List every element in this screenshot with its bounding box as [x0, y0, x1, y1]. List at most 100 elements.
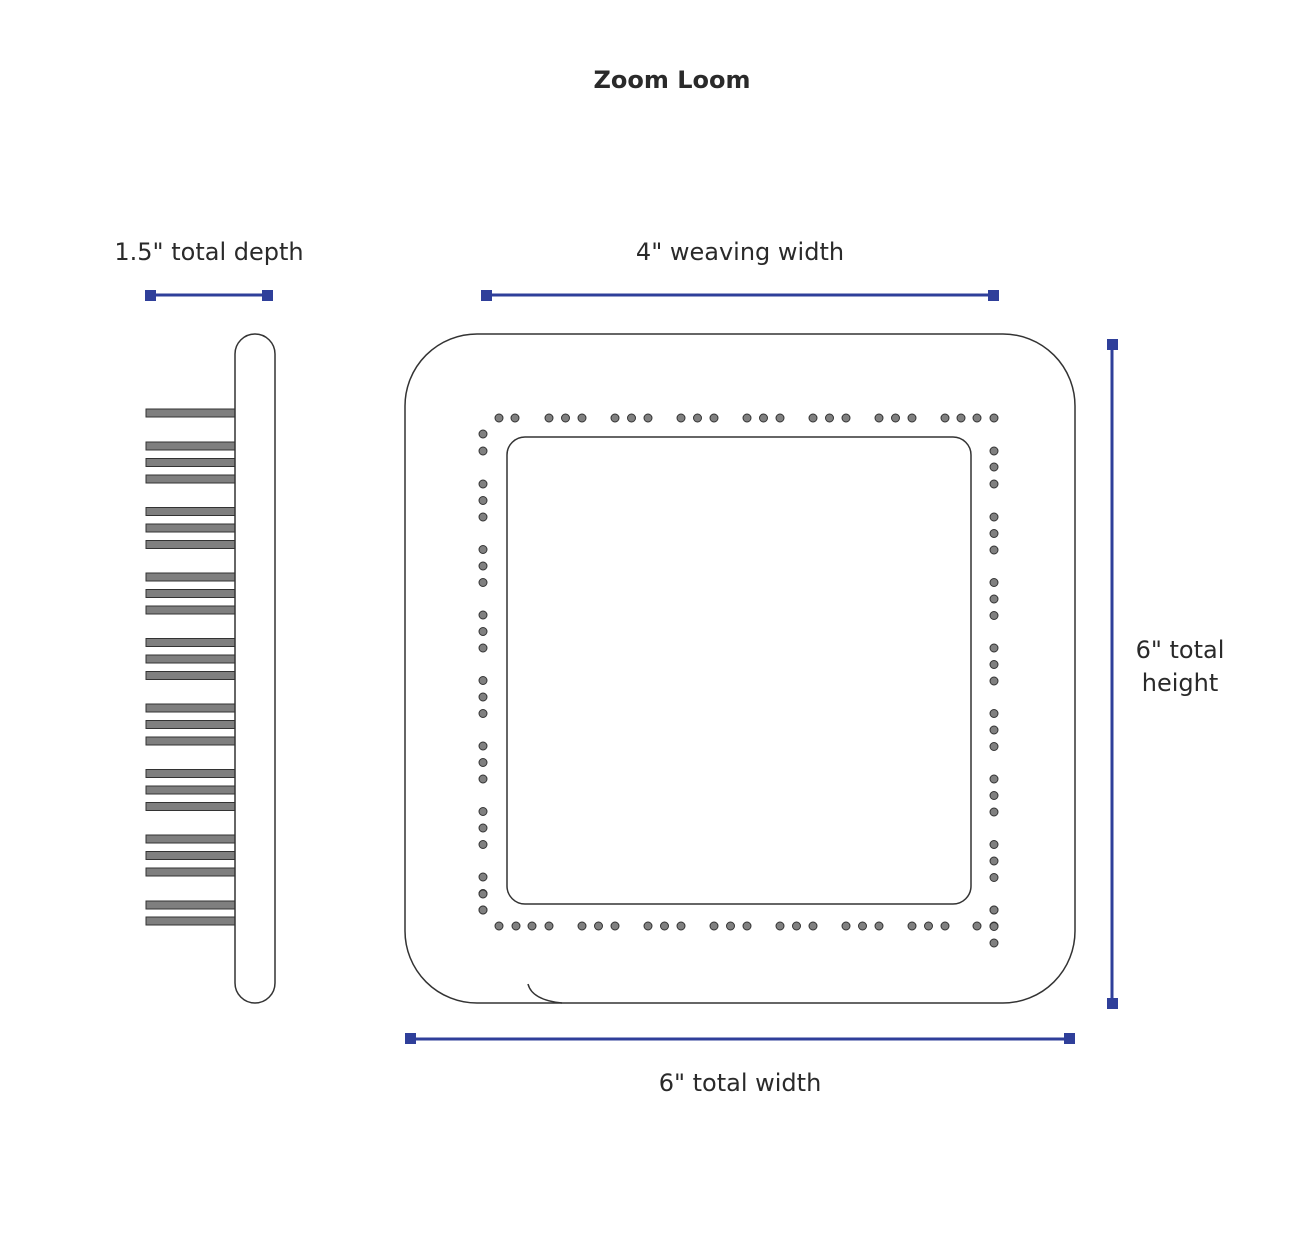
peg-hole [478, 561, 488, 571]
peg-hole [972, 921, 982, 931]
peg-hole [610, 413, 620, 423]
peg-hole [989, 529, 999, 538]
peg-hole [577, 921, 587, 931]
peg-hole [940, 921, 950, 931]
peg-hole [610, 921, 620, 931]
peg-hole [989, 938, 999, 948]
peg-hole [478, 512, 488, 522]
peg-hole [989, 856, 999, 866]
loom-notch [527, 983, 563, 1004]
side-peg [145, 785, 236, 795]
side-peg [145, 605, 236, 615]
peg-hole [510, 413, 520, 423]
peg-hole [825, 413, 834, 423]
total-width-dimension-end [405, 1033, 416, 1044]
peg-hole [989, 922, 999, 931]
side-peg [145, 474, 236, 484]
peg-hole [874, 413, 884, 423]
depth-dimension-end [145, 290, 156, 301]
peg-hole [989, 840, 999, 849]
side-peg [145, 834, 236, 844]
peg-hole [478, 758, 488, 767]
depth-dimension-end [262, 290, 273, 301]
peg-hole [907, 413, 917, 423]
peg-holes [478, 413, 999, 948]
peg-hole [841, 413, 851, 423]
weaving-width-label: 4" weaving width [635, 238, 845, 266]
peg-hole [478, 545, 488, 554]
peg-hole [693, 413, 702, 423]
peg-hole [989, 512, 999, 522]
peg-hole [478, 578, 488, 587]
side-peg [145, 703, 236, 713]
peg-hole [478, 429, 488, 439]
peg-hole [478, 905, 488, 915]
total-height-label-line1: 6" total [1135, 636, 1225, 664]
side-peg [145, 441, 236, 451]
side-peg [145, 507, 236, 516]
peg-hole [989, 413, 999, 423]
side-peg [145, 540, 236, 549]
total-width-label: 6" total width [658, 1069, 822, 1097]
peg-hole [940, 413, 950, 423]
peg-hole [792, 921, 801, 931]
peg-hole [660, 921, 669, 931]
peg-hole [907, 921, 917, 931]
peg-hole [989, 643, 999, 653]
side-peg [145, 802, 236, 811]
peg-hole [494, 413, 504, 423]
peg-hole [627, 413, 636, 423]
peg-hole [989, 594, 999, 604]
peg-hole [989, 791, 999, 800]
peg-hole [478, 446, 488, 456]
peg-hole [874, 921, 884, 931]
depth-label: 1.5" total depth [114, 238, 304, 266]
peg-hole [726, 921, 735, 931]
peg-hole [989, 725, 999, 735]
peg-hole [742, 921, 752, 931]
side-peg [145, 458, 236, 467]
peg-hole [808, 413, 818, 423]
side-peg [145, 900, 236, 910]
side-peg [145, 523, 236, 533]
peg-hole [494, 921, 504, 931]
side-peg [145, 736, 236, 746]
peg-hole [742, 413, 752, 423]
peg-hole [478, 889, 488, 899]
peg-hole [478, 872, 488, 882]
peg-hole [709, 921, 719, 931]
side-peg [145, 589, 236, 598]
peg-hole [989, 446, 999, 456]
total-width-dimension-end [1064, 1033, 1075, 1044]
peg-hole [775, 413, 785, 423]
total-height-label-line2: height [1141, 669, 1219, 697]
peg-hole [478, 676, 488, 685]
peg-hole [989, 545, 999, 555]
side-peg [145, 720, 236, 729]
peg-hole [709, 413, 719, 423]
peg-hole [478, 840, 488, 849]
peg-hole [759, 413, 768, 423]
peg-hole [808, 921, 818, 931]
peg-hole [478, 692, 488, 702]
peg-hole [989, 462, 999, 472]
peg-hole [676, 921, 686, 931]
peg-hole [989, 905, 999, 915]
peg-hole [511, 921, 521, 931]
weaving-width-dimension-end [481, 290, 492, 301]
peg-hole [956, 413, 966, 423]
peg-hole [989, 676, 999, 686]
peg-hole [989, 611, 999, 620]
side-peg [145, 851, 236, 860]
peg-hole [775, 921, 785, 931]
peg-hole [989, 660, 999, 669]
peg-hole [989, 709, 999, 718]
peg-hole [858, 921, 867, 931]
total-height-dimension-end [1107, 998, 1118, 1009]
side-peg [145, 671, 236, 680]
side-view-pegs [145, 408, 236, 926]
peg-hole [478, 709, 488, 718]
peg-hole [478, 610, 488, 620]
side-peg [145, 867, 236, 877]
